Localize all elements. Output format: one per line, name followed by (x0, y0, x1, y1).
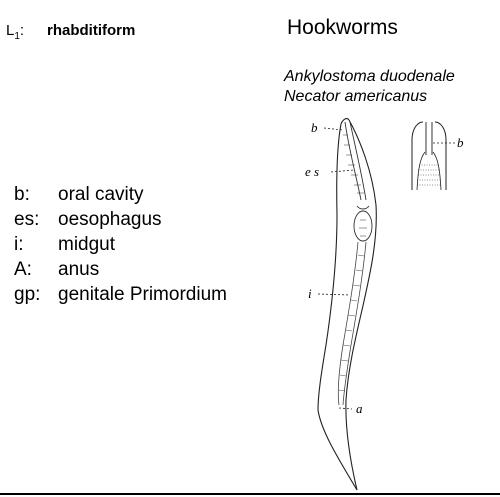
leader-i (317, 293, 351, 296)
label-b: b (311, 120, 318, 135)
oesophagus (343, 121, 373, 242)
species-list: Ankylostoma duodenale Necator americanus (284, 67, 455, 107)
legend-key: A: (14, 259, 32, 280)
head-detail (411, 121, 455, 191)
legend-value: anus (58, 259, 100, 280)
title-box (272, 12, 442, 46)
leader-es (330, 169, 355, 173)
larva-outline-right (345, 119, 377, 491)
larva-outline-left (317, 123, 358, 491)
stage-name: rhabditiform (47, 22, 136, 39)
label-i: i (308, 286, 312, 301)
legend-value: midgut (58, 234, 116, 255)
larva-body (317, 118, 377, 491)
legend-value: oral cavity (58, 184, 144, 205)
leader-b (323, 127, 344, 131)
page-title: Hookworms (287, 16, 398, 39)
species-name: Ankylostoma duodenale (284, 68, 455, 85)
legend: b: oral cavity es: oesophagus i: midgut … (0, 177, 276, 319)
label-a: a (356, 401, 363, 416)
legend-value: genitale Primordium (58, 284, 227, 305)
leader-lines (317, 127, 355, 410)
legend-key: b: (14, 184, 30, 205)
legend-key: gp: (14, 284, 41, 305)
label-b-detail: b (457, 135, 464, 150)
bottom-rule (0, 493, 500, 495)
legend-value: oesophagus (58, 209, 162, 230)
label-es: e s (305, 164, 319, 179)
legend-key: i: (14, 234, 24, 255)
stage-label: L1: (6, 22, 25, 42)
larva-head-tip (340, 118, 350, 125)
oesophageal-bulb (353, 210, 373, 242)
midgut (337, 241, 367, 406)
species-name: Necator americanus (284, 88, 428, 105)
legend-key: es: (14, 209, 40, 230)
